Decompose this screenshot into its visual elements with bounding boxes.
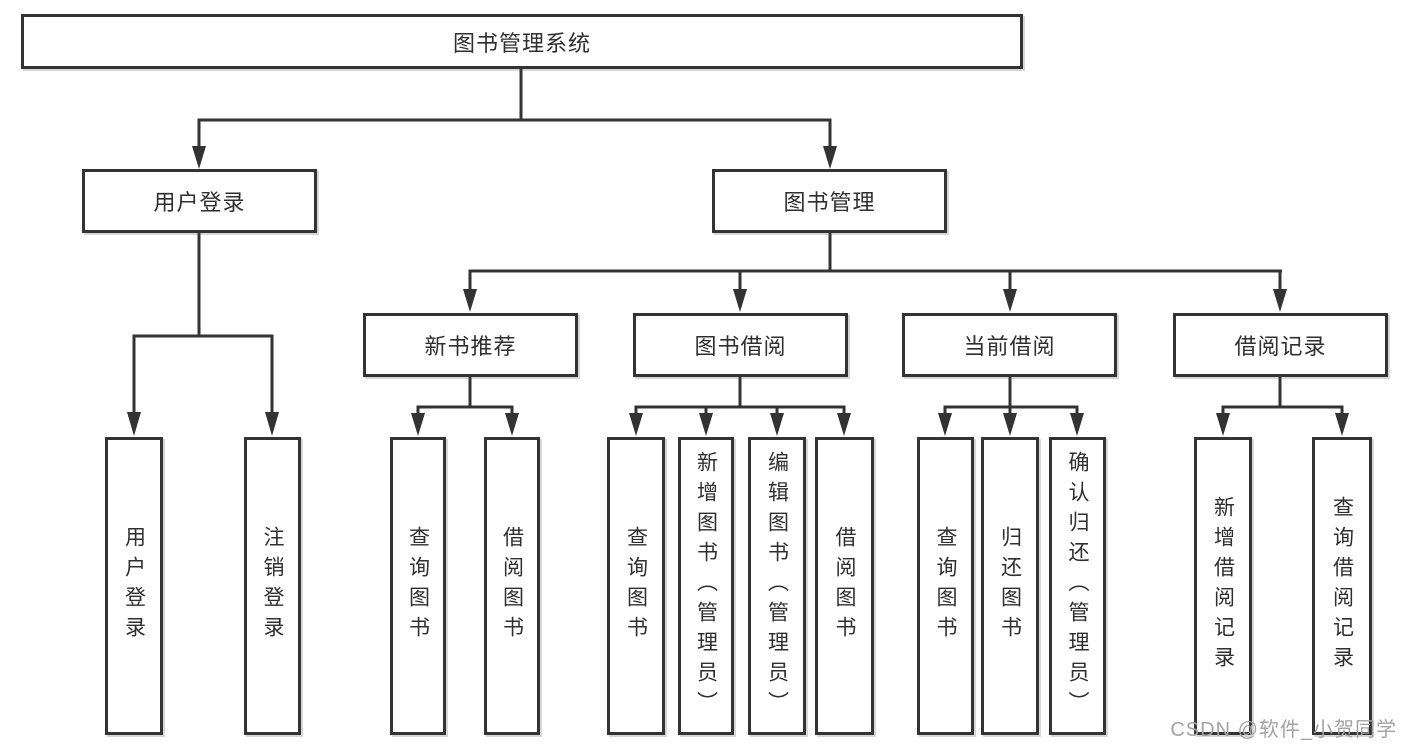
connector-user-login-branch: [127, 233, 279, 436]
node-borrowing-records: 借阅记录: [1173, 313, 1388, 377]
node-user-login: 用户登录: [82, 169, 317, 233]
leaf-query-books-borrowing: 查询图书: [607, 437, 665, 735]
node-library-management-system: 图书管理系统: [21, 14, 1023, 69]
leaf-return-books: 归还图书: [981, 437, 1039, 735]
connector-borrow-record-branch: [1216, 377, 1349, 436]
node-book-management: 图书管理: [712, 169, 947, 233]
connector-book-borrow-branch: [629, 377, 851, 436]
connector-current-borrow-branch: [938, 377, 1084, 436]
csdn-watermark: CSDN @软件_小贺同学: [1170, 719, 1397, 741]
leaf-add-books-admin: 新增图书（管理员）: [678, 437, 734, 735]
leaf-user-login: 用户登录: [105, 437, 163, 735]
leaf-borrow-books-borrowing: 借阅图书: [815, 437, 874, 735]
leaf-logout: 注销登录: [244, 437, 301, 735]
leaf-add-borrow-record: 新增借阅记录: [1194, 437, 1252, 735]
leaf-query-borrow-record: 查询借阅记录: [1312, 437, 1372, 735]
node-current-borrowing: 当前借阅: [902, 313, 1117, 377]
leaf-confirm-return-admin: 确认归还（管理员）: [1049, 437, 1106, 735]
node-new-book-recommendation: 新书推荐: [363, 313, 578, 377]
leaf-query-books-recommend: 查询图书: [390, 437, 446, 735]
connector-book-management-branch: [463, 233, 1287, 312]
connector-new-book-branch: [411, 377, 519, 436]
leaf-borrow-books-recommend: 借阅图书: [484, 437, 540, 735]
connector-root-to-level2: [192, 69, 837, 169]
leaf-edit-books-admin: 编辑图书（管理员）: [748, 437, 806, 735]
leaf-query-books-current: 查询图书: [917, 437, 974, 735]
node-book-borrowing: 图书借阅: [633, 313, 848, 377]
